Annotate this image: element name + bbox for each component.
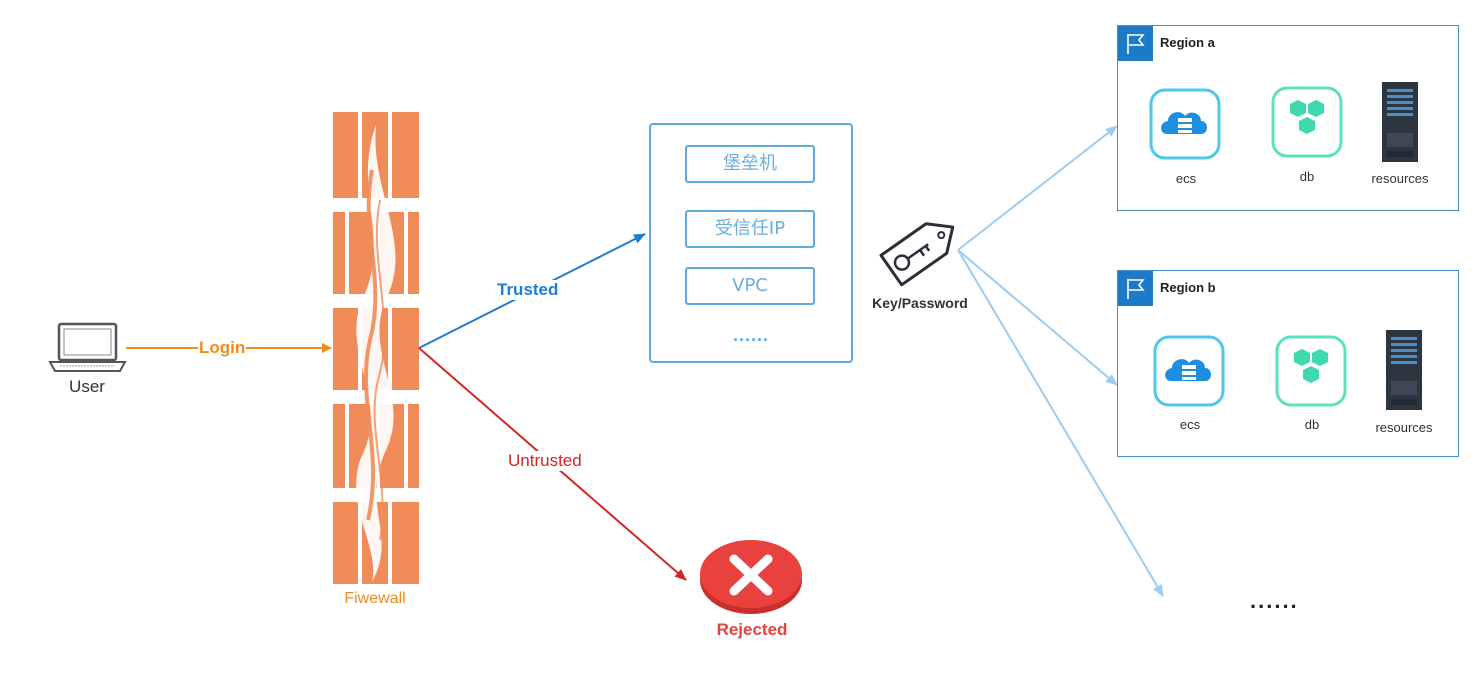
region-a-resources-label: resources xyxy=(1371,171,1429,186)
flag-icon xyxy=(1118,271,1153,306)
region-a-arrow xyxy=(957,125,1118,251)
more-regions-ellipsis: ...... xyxy=(1250,588,1299,613)
access-methods-more: ...... xyxy=(732,325,769,345)
laptop-icon xyxy=(48,322,127,372)
region-a-panel: Region a ecs db resources xyxy=(1117,25,1459,211)
region-b-ecs-label: ecs xyxy=(1179,417,1201,432)
ecs-cloud-icon xyxy=(1153,335,1225,407)
user-label: User xyxy=(69,377,105,396)
flag-icon xyxy=(1118,26,1153,61)
rejected-icon xyxy=(700,540,802,614)
access-method-bastion: 堡垒机 xyxy=(685,145,815,183)
firewall-icon xyxy=(333,112,419,584)
region-b-db-label: db xyxy=(1304,417,1320,432)
region-b-arrow xyxy=(957,249,1118,386)
login-label: Login xyxy=(198,338,247,358)
db-hexagon-icon xyxy=(1271,86,1343,158)
access-method-trusted-ip: 受信任IP xyxy=(685,210,815,248)
key-password-label: Key/Password xyxy=(872,295,968,311)
server-rack-icon xyxy=(1382,82,1418,162)
more-regions-arrow xyxy=(957,249,1164,597)
region-a-db-label: db xyxy=(1299,169,1315,184)
access-methods-box: 堡垒机 受信任IP VPC ...... xyxy=(649,123,853,363)
firewall-label: Fiwewall xyxy=(344,590,406,607)
db-hexagon-icon xyxy=(1275,335,1347,407)
ecs-cloud-icon xyxy=(1149,88,1221,160)
region-a-ecs-label: ecs xyxy=(1175,171,1197,186)
untrusted-label: Untrusted xyxy=(505,451,585,471)
access-method-vpc: VPC xyxy=(685,267,815,305)
region-b-title: Region b xyxy=(1160,280,1216,295)
region-b-resources-label: resources xyxy=(1375,420,1433,435)
region-b-panel: Region b ecs db resources xyxy=(1117,270,1459,457)
key-tag-icon xyxy=(879,222,955,287)
rejected-label: Rejected xyxy=(716,620,788,639)
trusted-label: Trusted xyxy=(494,280,562,300)
region-a-title: Region a xyxy=(1160,35,1215,50)
server-rack-icon xyxy=(1386,330,1422,410)
